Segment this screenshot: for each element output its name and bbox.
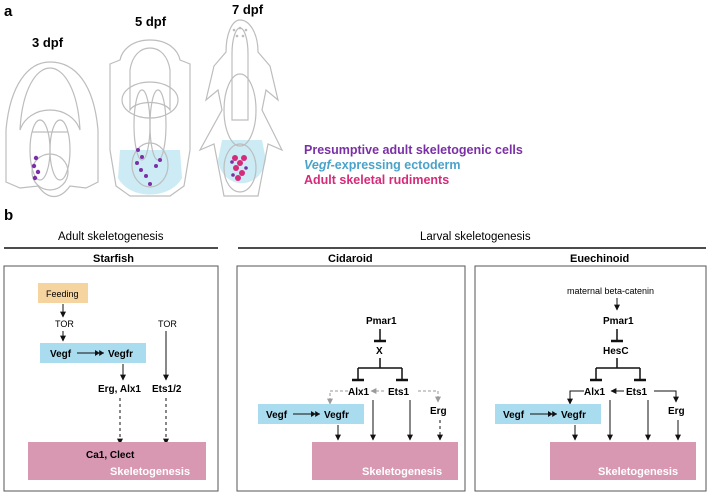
euechinoid-erg: Erg: [668, 406, 685, 417]
presumptive-cells-7dpf: [230, 160, 248, 177]
legend-presumptive: Presumptive adult skeletogenic cells: [304, 143, 523, 157]
panel-a-label: a: [4, 3, 13, 20]
euechinoid-title: Euechinoid: [570, 253, 629, 265]
euechinoid-hesc: HesC: [603, 346, 629, 357]
tor1-label: TOR: [55, 319, 74, 329]
starfish-box: [3, 265, 219, 492]
presumptive-cells-5dpf: [135, 148, 162, 186]
larval-title: Larval skeletogenesis: [420, 231, 531, 243]
cidaroid-erg: Erg: [430, 406, 447, 417]
cidaroid-vegfr: Vegfr: [324, 410, 349, 421]
cidaroid-skeleto-label: Skeletogenesis: [362, 466, 442, 478]
larva-3dpf: [5, 61, 99, 198]
starfish-targets: Ca1, Clect: [86, 450, 135, 461]
euechinoid-alx1: Alx1: [584, 387, 606, 398]
cidaroid-title: Cidaroid: [328, 253, 373, 265]
cidaroid-alx1: Alx1: [348, 387, 370, 398]
skeletal-rudiments-7dpf: [232, 155, 247, 181]
stage-5dpf: 5 dpf: [135, 14, 167, 29]
euechinoid-vegfr: Vegfr: [561, 410, 586, 421]
cidaroid-pmar1: Pmar1: [366, 316, 397, 327]
feeding-label: Feeding: [46, 289, 79, 299]
panel-b-label: b: [4, 207, 13, 224]
feeding-box: [38, 283, 88, 303]
larva-5dpf: [109, 39, 191, 197]
alx-to-vegfr-dashed: [327, 390, 348, 405]
cidaroid-box: [236, 265, 466, 492]
x-inhibit-branches: [357, 358, 403, 380]
euechinoid-ets1: Ets1: [626, 387, 648, 398]
legend-vegf: Vegf-expressing ectoderm: [304, 158, 461, 172]
legend-rudiments: Adult skeletal rudiments: [304, 173, 449, 187]
euechinoid-beta: maternal beta-catenin: [567, 286, 654, 296]
starfish-skeleto-box: [28, 442, 206, 480]
stage-7dpf: 7 dpf: [232, 2, 264, 17]
starfish-title: Starfish: [93, 253, 134, 265]
euechinoid-vegf: Vegf: [503, 410, 525, 421]
stage-3dpf: 3 dpf: [32, 35, 64, 50]
cidaroid-x: X: [376, 346, 383, 357]
presumptive-cells-3dpf: [31, 155, 41, 181]
larva-7dpf: [198, 19, 284, 197]
ets12-label: Ets1/2: [152, 384, 182, 395]
erg-alx1-label: Erg, Alx1: [98, 384, 141, 395]
cidaroid-skeleto-box: [312, 442, 458, 480]
cidaroid-vegf: Vegf: [266, 410, 288, 421]
starfish-skeleto-label: Skeletogenesis: [110, 466, 190, 478]
adult-title: Adult skeletogenesis: [58, 231, 164, 243]
euechinoid-pmar1: Pmar1: [603, 316, 634, 327]
tor2-label: TOR: [158, 319, 177, 329]
starfish-vegfr: Vegfr: [108, 349, 133, 360]
euechinoid-skeleto-box: [550, 442, 696, 480]
cidaroid-ets1: Ets1: [388, 387, 410, 398]
euechinoid-box: [474, 265, 707, 492]
ets-to-erg-dashed: [418, 390, 441, 403]
starfish-vegf: Vegf: [50, 349, 72, 360]
euechinoid-skeleto-label: Skeletogenesis: [598, 466, 678, 478]
